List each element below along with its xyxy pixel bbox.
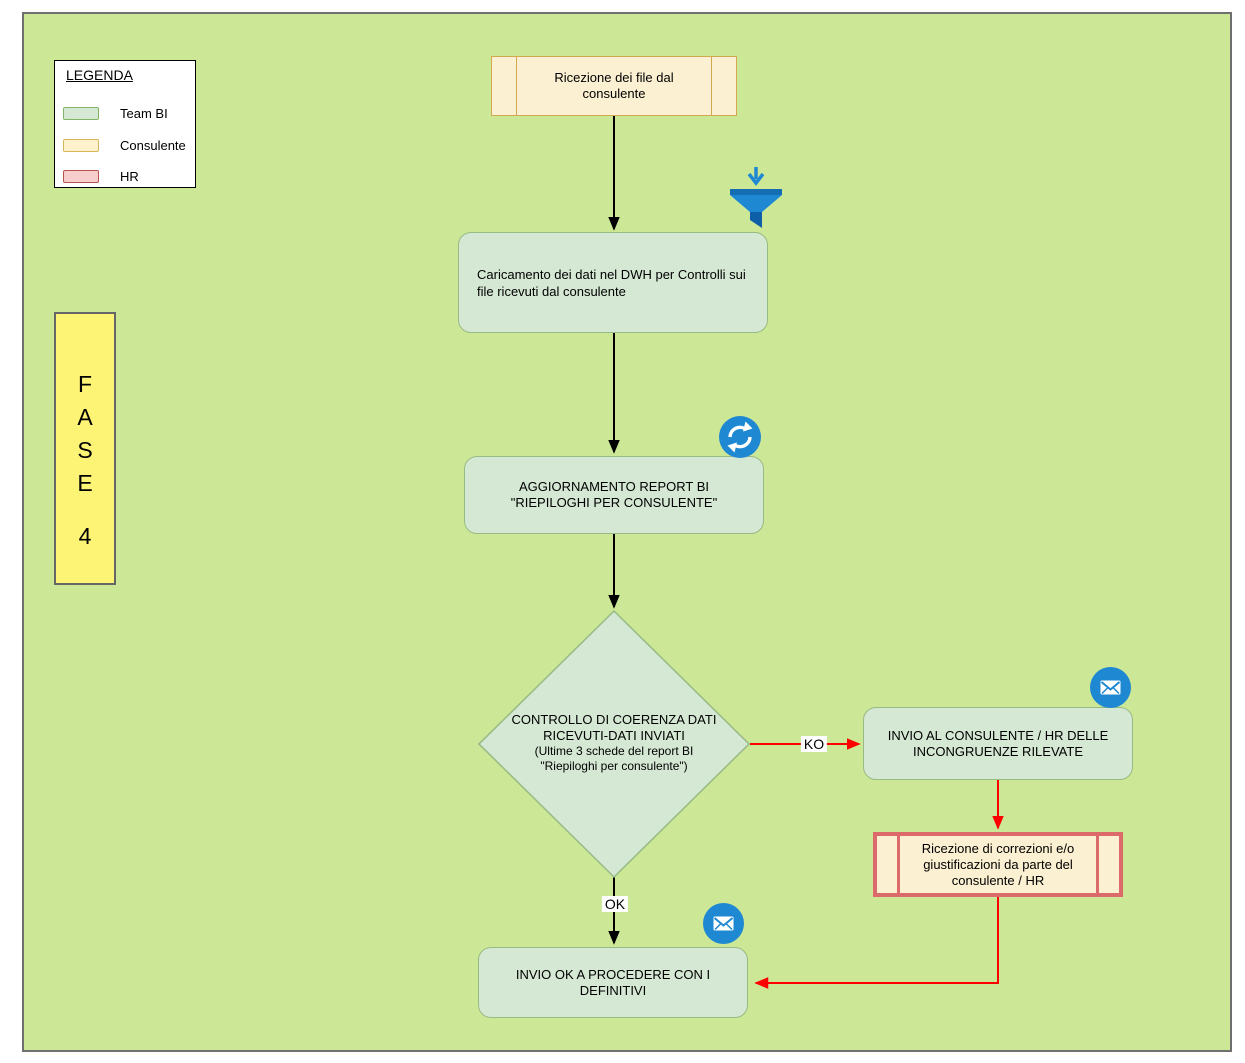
node-label-line: INVIO OK A PROCEDERE CON I	[515, 966, 711, 982]
process-bar	[516, 57, 517, 115]
node-invio-ok: INVIO OK A PROCEDERE CON I DEFINITIVI	[478, 947, 748, 1018]
node-label-line: RICEVUTI-DATI INVIATI	[543, 728, 685, 743]
process-bar	[897, 836, 900, 893]
funnel-icon	[730, 167, 782, 228]
edge-label-ok: OK	[601, 896, 629, 912]
phase-number: 4	[78, 523, 92, 549]
node-aggiornamento-report: AGGIORNAMENTO REPORT BI "RIEPILOGHI PER …	[464, 456, 764, 534]
node-caricamento-dwh: Caricamento dei dati nel DWH per Control…	[458, 232, 768, 333]
node-ricezione-file: Ricezione dei file dal consulente	[491, 56, 737, 116]
node-label-line: AGGIORNAMENTO REPORT BI	[519, 479, 709, 494]
team-bi-swatch	[63, 106, 99, 120]
refresh-icon	[719, 416, 761, 458]
hr-swatch	[63, 169, 99, 183]
node-sublabel-line: "Riepiloghi per consulente")	[540, 759, 688, 773]
phase-band: F A S E 4	[54, 312, 116, 585]
phase-letter: F	[77, 371, 93, 397]
email-icon	[703, 903, 744, 944]
legend-item-team-bi: Team BI	[63, 105, 168, 121]
node-invio-incongruenze: INVIO AL CONSULENTE / HR DELLE INCONGRUE…	[863, 707, 1133, 780]
legend-item-hr: HR	[63, 168, 139, 184]
node-label-line: "RIEPILOGHI PER CONSULENTE"	[510, 495, 718, 510]
process-bar	[711, 57, 712, 115]
node-label-line: CONTROLLO DI COERENZA DATI	[511, 712, 717, 727]
node-label: Ricezione di correzioni e/o giustificazi…	[921, 840, 1075, 888]
node-label: Caricamento dei dati nel DWH per Control…	[477, 266, 746, 299]
node-label-line: DEFINITIVI	[579, 982, 647, 998]
decision-label: CONTROLLO DI COERENZA DATI RICEVUTI-DATI…	[489, 712, 739, 774]
legend-item-label: Consulente	[120, 137, 186, 153]
node-label-line: INCONGRUENZE RILEVATE	[913, 743, 1083, 759]
legend-title: LEGENDA	[66, 67, 133, 83]
node-label: Ricezione dei file dal consulente	[554, 70, 674, 101]
legend-item-label: HR	[120, 168, 139, 184]
node-sublabel-line: (Ultime 3 schede del report BI	[534, 744, 694, 758]
node-ricezione-correzioni: Ricezione di correzioni e/o giustificazi…	[873, 832, 1123, 897]
legend: LEGENDA Team BI Consulente HR	[54, 60, 196, 188]
legend-item-label: Team BI	[120, 105, 168, 121]
consulente-swatch	[63, 138, 99, 152]
phase-letter: A	[77, 404, 93, 430]
phase-letter: E	[77, 470, 93, 496]
process-bar	[1096, 836, 1099, 893]
edge-label-ko: KO	[800, 736, 828, 752]
node-label-line: INVIO AL CONSULENTE / HR DELLE	[887, 727, 1109, 743]
phase-letter: S	[77, 437, 93, 463]
legend-item-consulente: Consulente	[63, 137, 186, 153]
email-icon	[1090, 667, 1131, 708]
